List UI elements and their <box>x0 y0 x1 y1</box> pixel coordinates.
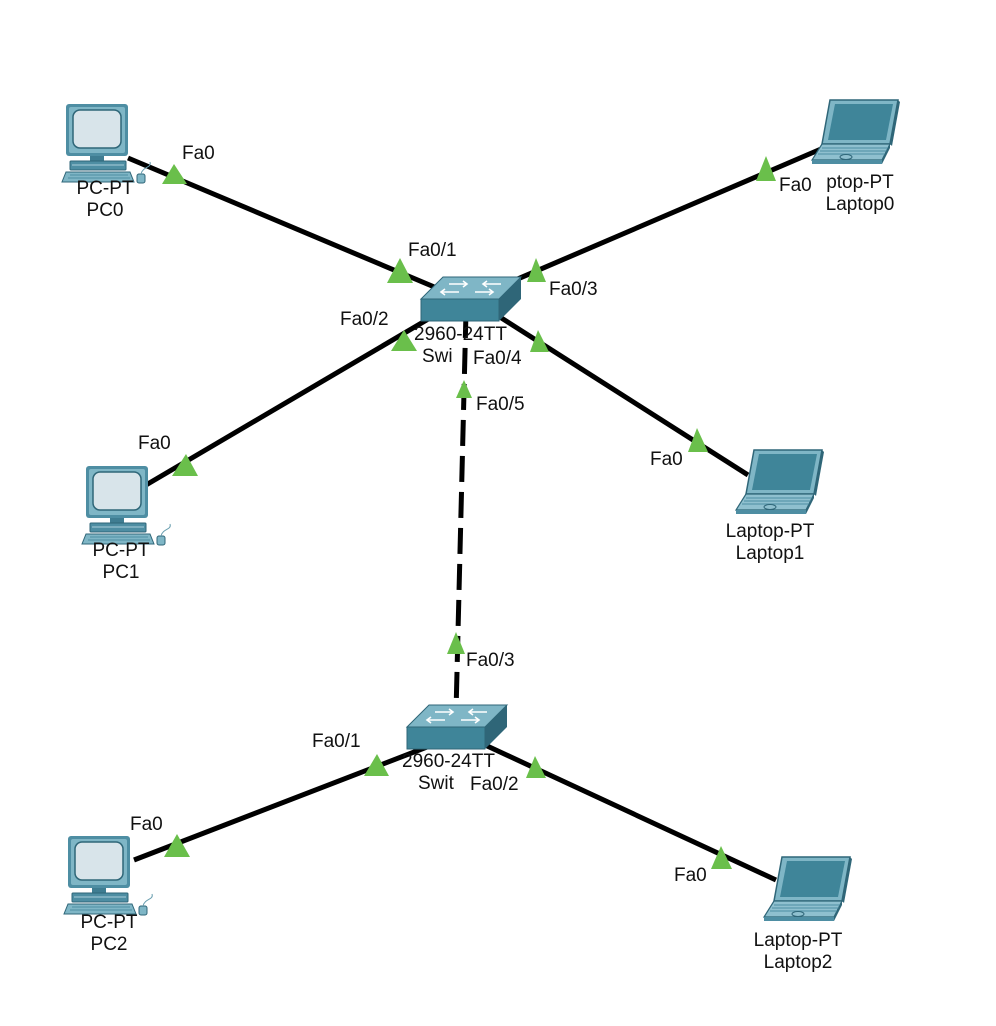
device-model: PC-PT <box>80 912 138 933</box>
switch0-switch-icon[interactable] <box>420 276 522 322</box>
port-label-laptop0: Fa0 <box>777 175 814 196</box>
device-model: PC-PT <box>76 178 134 199</box>
port-label-sw1-fa01: Fa0/1 <box>312 731 361 752</box>
device-name: Swi <box>422 346 453 367</box>
port-indicator-pc0 <box>162 164 187 184</box>
port-label-sw1-fa03: Fa0/3 <box>466 650 515 671</box>
port-label-pc1: Fa0 <box>138 433 171 454</box>
device-name: Laptop1 <box>735 543 805 564</box>
device-label-pc1: PC-PT PC1 <box>76 540 166 584</box>
port-indicator-pc2 <box>164 834 190 857</box>
port-indicators <box>162 156 776 869</box>
port-indicator-sw1-fa01 <box>364 754 389 776</box>
device-label-laptop0: ptop-PT Laptop0 <box>820 172 900 216</box>
device-label-laptop2: Laptop-PT Laptop2 <box>743 930 853 974</box>
port-indicator-sw0-fa01 <box>387 258 413 283</box>
port-indicator-sw0-fa02 <box>391 330 417 351</box>
laptop2-laptop-icon[interactable] <box>763 856 853 922</box>
link-laptop1-switch0[interactable] <box>490 309 750 478</box>
port-indicator-sw0-fa05 <box>456 380 472 398</box>
port-indicator-sw0-fa03 <box>527 258 546 282</box>
port-indicator-laptop1 <box>688 428 708 452</box>
device-model: 2960-24TT <box>414 324 507 345</box>
device-name: PC1 <box>102 562 140 583</box>
device-model: PC-PT <box>92 540 150 561</box>
port-indicator-sw1-fa03 <box>447 632 465 654</box>
laptop0-laptop-icon[interactable] <box>811 99 901 165</box>
device-label-switch1: 2960-24TT Swit <box>402 751 512 795</box>
pc2-pc-icon[interactable] <box>63 835 154 916</box>
port-label-pc0: Fa0 <box>182 143 215 164</box>
port-label-sw0-fa04: Fa0/4 <box>471 348 524 369</box>
port-label-pc2: Fa0 <box>130 814 163 835</box>
device-model: 2960-24TT <box>402 751 495 772</box>
device-model: Laptop-PT <box>753 930 843 951</box>
device-label-laptop1: Laptop-PT Laptop1 <box>715 521 825 565</box>
port-label-sw0-fa03: Fa0/3 <box>549 279 598 300</box>
port-label-sw1-fa02: Fa0/2 <box>468 774 521 795</box>
device-model: Laptop-PT <box>725 521 815 542</box>
port-indicator-sw1-fa02 <box>526 756 546 778</box>
port-label-sw0-fa01: Fa0/1 <box>408 240 457 261</box>
laptop1-laptop-icon[interactable] <box>735 449 825 515</box>
port-label-laptop1: Fa0 <box>650 449 683 470</box>
port-label-laptop2: Fa0 <box>674 865 707 886</box>
device-name: Laptop2 <box>763 952 833 973</box>
link-pc1-switch0[interactable] <box>144 315 432 488</box>
link-laptop2-switch1[interactable] <box>468 735 778 883</box>
switch1-switch-icon[interactable] <box>406 704 508 750</box>
port-indicator-sw0-fa04 <box>530 330 549 352</box>
pc0-pc-icon[interactable] <box>61 103 152 184</box>
device-name: PC0 <box>86 200 124 221</box>
port-indicator-pc1 <box>172 454 198 476</box>
device-name: Laptop0 <box>825 194 895 215</box>
device-label-pc2: PC-PT PC2 <box>64 912 154 956</box>
device-label-pc0: PC-PT PC0 <box>60 178 150 222</box>
device-model: ptop-PT <box>826 172 894 193</box>
device-name: Swit <box>418 773 454 794</box>
port-indicator-laptop2 <box>711 846 732 869</box>
device-name: PC2 <box>90 934 128 955</box>
device-label-switch0: 2960-24TT Swi <box>414 324 524 368</box>
port-label-sw0-fa02: Fa0/2 <box>340 309 389 330</box>
port-label-sw0-fa05: Fa0/5 <box>476 394 525 415</box>
link-laptop0-switch0[interactable] <box>491 137 843 293</box>
link-pc2-switch1[interactable] <box>133 739 441 863</box>
port-indicator-laptop0 <box>756 156 776 181</box>
